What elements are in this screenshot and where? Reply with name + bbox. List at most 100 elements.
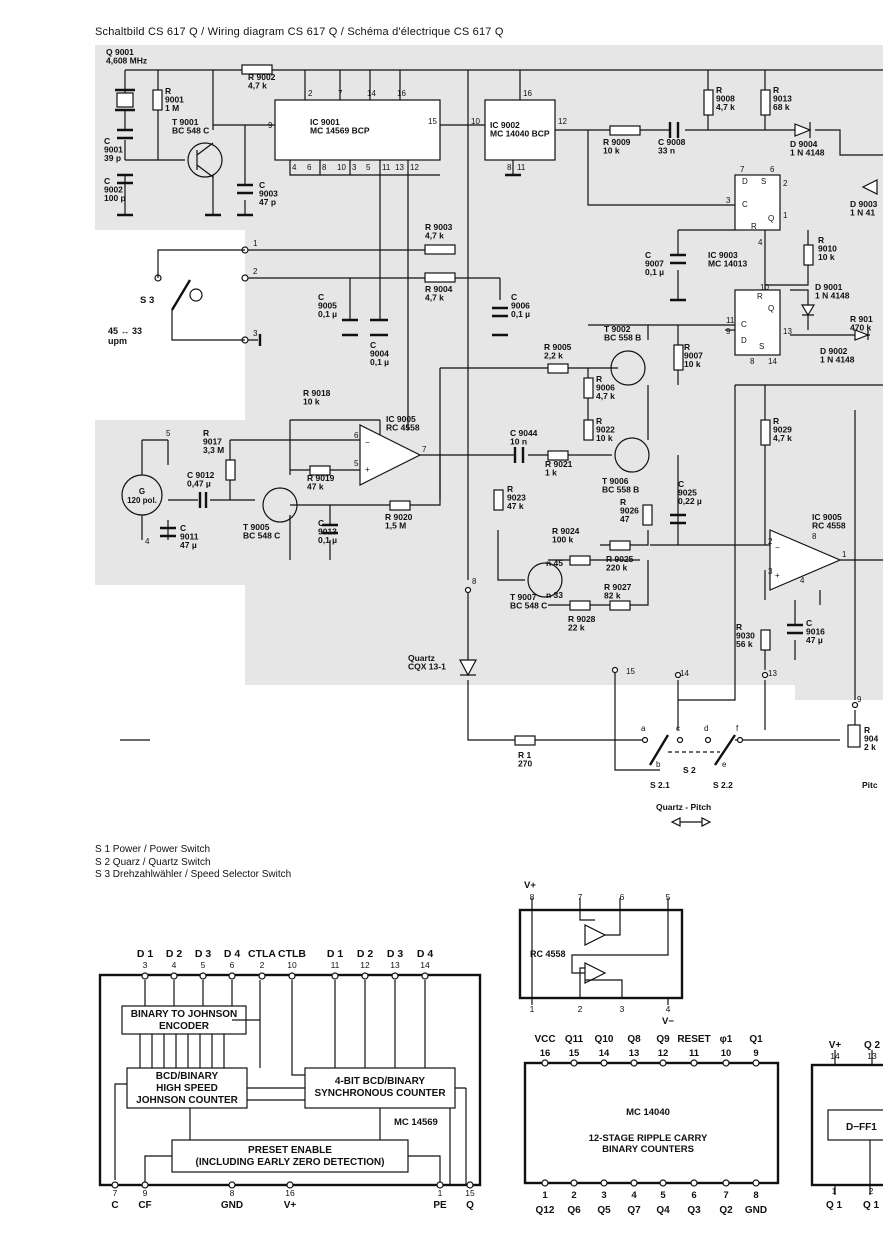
mc14569-encoder-line-0: BINARY TO JOHNSON [131,1009,238,1020]
svg-text:11: 11 [382,163,391,172]
label-t9002-line-0: T 9002 [604,324,631,334]
svg-text:f: f [736,724,739,733]
rc4558-bottom-pin-1: 2 [578,1004,583,1014]
label-c9025-line-1: 9025 [678,488,697,498]
mc14040-bottom-pin-dot-6 [722,1179,730,1187]
label-c9001-line-0: C [104,136,110,146]
label-t9005-line-0: T 9005 [243,522,270,532]
label-r9028-line-0: R 9028 [568,614,596,624]
svg-text:14: 14 [768,357,777,366]
svg-text:2: 2 [768,537,773,546]
mc14569-bottom-pin-4: 1 [438,1188,443,1198]
label-t9001-line-1: BC 548 C [172,126,209,136]
svg-text:13: 13 [783,327,792,336]
mc14013-bottom-label-1: Q 1 [863,1200,880,1211]
mc14569-preset-line-1: (INCLUDING EARLY ZERO DETECTION) [196,1157,385,1168]
mc14040-bottom-pin-dot-5 [690,1179,698,1187]
mc14040-top-pin-0: 16 [540,1048,551,1059]
mc14569-top-pin-9: 14 [420,960,430,970]
svg-text:3: 3 [352,163,357,172]
svg-text:8: 8 [750,357,755,366]
label-generator-line-0: G [139,487,145,496]
label-r901x-line-0: R 901 [850,314,873,324]
label-r9007-line-1: 9007 [684,351,703,361]
svg-text:C: C [742,200,748,209]
label-r9010-line-2: 10 k [818,252,835,262]
label-ic9001-line-1: MC 14569 BCP [310,126,370,136]
svg-text:9: 9 [726,327,731,336]
mc14569-preset-line-0: PRESET ENABLE [248,1145,332,1156]
label-c9013-line-1: 9013 [318,527,337,537]
sync-block [304,1067,456,1109]
resistor-r9027 [609,600,631,611]
transistor-t9001 [187,142,223,178]
label-c9001-line-2: 39 p [104,153,121,163]
transistor-t9006 [614,437,650,473]
rc4558-top-pin-3: 5 [666,892,671,902]
page-title: Schaltbild CS 617 Q / Wiring diagram CS … [95,26,504,38]
mc14040-top-label-0: VCC [534,1034,555,1045]
label-d9001-line-1: 1 N 4148 [815,291,850,301]
mc14569-top-pin-3: 6 [230,960,235,970]
label-c9005-line-0: C [318,292,324,302]
label-quartzpitch: Quartz - Pitch [656,802,711,812]
label-s22: S 2.2 [713,780,733,790]
label-r9008-line-2: 4,7 k [716,102,735,112]
mc14040-top-label-5: RESET [677,1034,710,1045]
label-r9008-line-0: R [716,85,722,95]
label-r9006-line-2: 4,7 k [596,391,615,401]
label-r9006-line-1: 9006 [596,383,615,393]
label-r9001-line-0: R [165,86,171,96]
mc14569-top-pin-7: 12 [360,960,370,970]
mc14040-top-pin-3: 13 [629,1048,640,1059]
label-r9004-line-1: 4,7 k [425,293,444,303]
mc14040-top-pin-6: 10 [721,1048,732,1059]
label-r9023-line-0: R [507,484,513,494]
mc14040-bottom-label-2: Q5 [597,1205,611,1216]
mc14569-bottom-pin-1: 9 [143,1188,148,1198]
label-r9029-line-1: 9029 [773,425,792,435]
label-c9044-line-0: C 9044 [510,428,538,438]
svg-text:R: R [751,222,757,231]
mc14040-bottom-pin-3: 4 [631,1190,637,1201]
mc14040-bottom-pin-dot-1 [570,1179,578,1187]
label-r9022-line-2: 10 k [596,433,613,443]
johnson-block [126,1067,248,1109]
rc4558-top-pin-1: 7 [578,892,583,902]
label-r9017-line-1: 9017 [203,437,222,447]
switch-legend: S 1 Power / Power Switch S 2 Quarz / Qua… [95,844,291,882]
rc4558-bottom-pin-0: 1 [530,1004,535,1014]
label-n45: n 45 [546,558,563,568]
label-c9008-line-1: 33 n [658,146,675,156]
mc14040-top-pin-2: 14 [599,1048,610,1059]
label-t9002-line-1: BC 558 B [604,333,641,343]
label-r9021-line-1: 1 k [545,468,557,478]
svg-text:1: 1 [783,211,788,220]
mc14569-sync-line-1: SYNCHRONOUS COUNTER [314,1088,446,1099]
label-r901x-line-1: 470 k [850,323,872,333]
mc14569-top-pin-dot-7 [361,972,369,980]
mc14569-top-pin-dot-5 [288,972,296,980]
label-ic9003-line-1: MC 14013 [708,259,747,269]
resistor-r9017 [225,459,236,481]
label-r9025-line-1: 220 k [606,563,628,573]
label-c9005-line-2: 0,1 µ [318,309,337,319]
label-r9004-line-0: R 9004 [425,284,453,294]
resistor-r9022 [583,419,594,441]
ic9002-box [484,99,556,161]
mc14040-bottom-label-4: Q4 [656,1205,670,1216]
resistor-r9013 [760,89,771,116]
label-r1-line-0: R 1 [518,750,532,760]
label-quartz-line-1: CQX 13-1 [408,662,446,672]
svg-text:+: + [365,465,370,474]
label-r9019-line-1: 47 k [307,482,324,492]
label-r9017-line-0: R [203,428,209,438]
label-c9006-line-2: 0,1 µ [511,309,530,319]
label-c9004-line-2: 0,1 µ [370,357,389,367]
mc14040-desc-line-0: 12-STAGE RIPPLE CARRY [589,1133,708,1144]
